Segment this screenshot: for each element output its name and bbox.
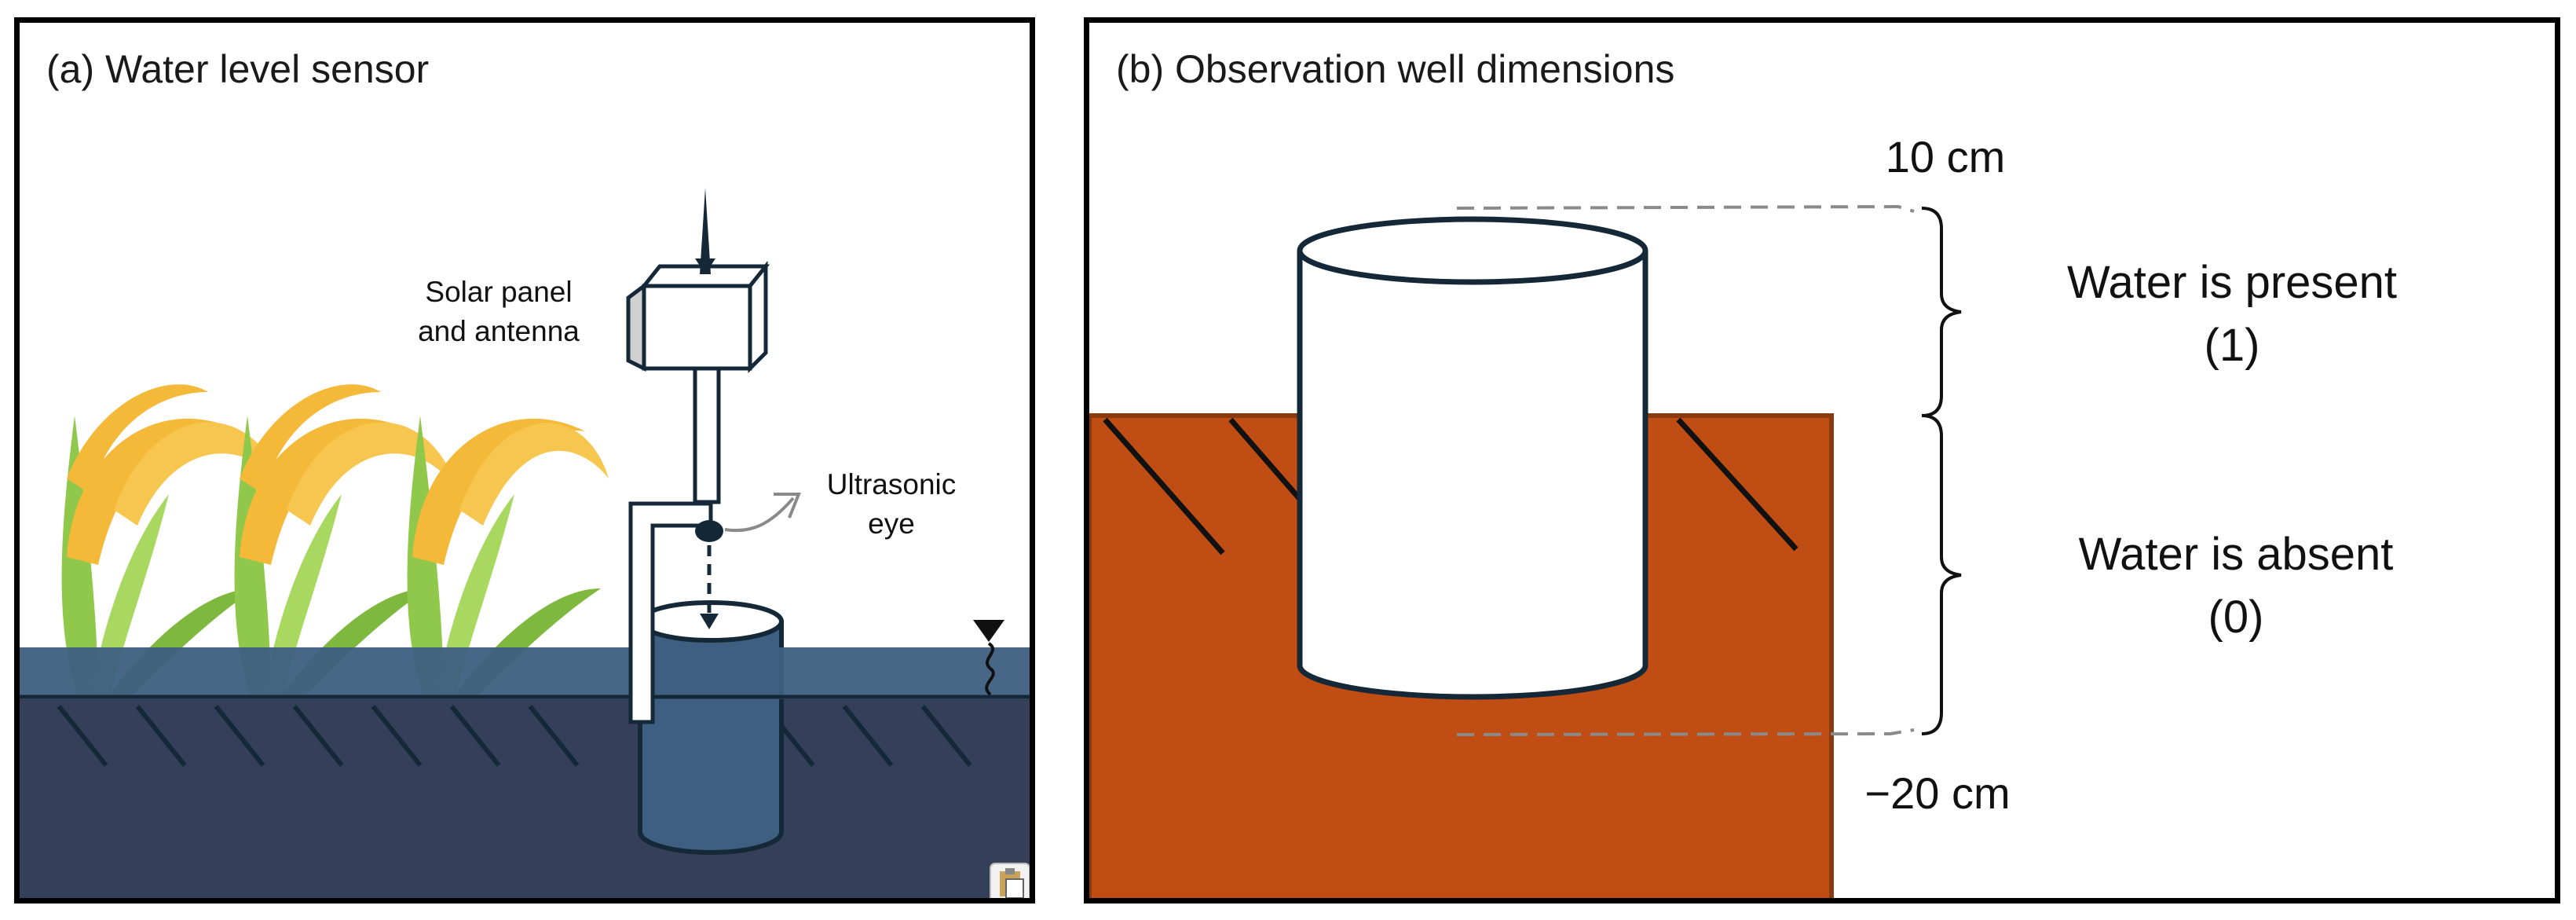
water-level-marker-icon xyxy=(973,620,1004,642)
observation-well-top xyxy=(1297,216,1648,285)
eye-pointer xyxy=(724,497,795,533)
soil-hatching xyxy=(1103,417,1798,555)
label-ultrasonic-line2: eye xyxy=(868,508,915,540)
panel-b-title: (b) Observation well dimensions xyxy=(1116,47,1675,91)
brace-absent xyxy=(1921,414,1962,735)
label-top-depth: 10 cm xyxy=(1886,132,2006,181)
label-bottom-depth: −20 cm xyxy=(1864,768,2010,818)
solar-panel-box xyxy=(642,284,752,371)
panel-observation-well: 10 cm −20 cm Water is present (1) Water … xyxy=(1084,17,2560,904)
top-reference-line xyxy=(1456,204,1915,213)
ultrasonic-eye-icon xyxy=(695,520,723,542)
label-ultrasonic-line1: Ultrasonic xyxy=(827,468,957,500)
ground xyxy=(20,697,1030,898)
panel-a-title: (a) Water level sensor xyxy=(46,47,430,91)
label-water-present: Water is present xyxy=(2067,257,2397,308)
antenna-icon xyxy=(700,188,711,274)
clipboard-icon[interactable] xyxy=(990,863,1030,898)
observation-well-cylinder xyxy=(1297,251,1648,700)
label-solar-line1: Solar panel xyxy=(425,276,572,308)
well-dimensions-diagram: 10 cm −20 cm Water is present (1) Water … xyxy=(1089,132,2397,898)
ground-hatching xyxy=(57,705,972,767)
sensor-diagram: Solar panel and antenna Ultrasonic eye xyxy=(20,188,1030,898)
brace-present xyxy=(1921,207,1962,417)
label-water-present-code: (1) xyxy=(2205,320,2260,371)
panel-water-level-sensor: Solar panel and antenna Ultrasonic eye (… xyxy=(14,17,1035,904)
label-water-absent: Water is absent xyxy=(2079,529,2394,580)
standing-water xyxy=(20,647,1030,699)
label-solar-line2: and antenna xyxy=(418,315,580,347)
sensor-mast xyxy=(693,350,721,504)
bottom-reference-line xyxy=(1456,728,1915,736)
label-water-absent-code: (0) xyxy=(2208,592,2264,643)
rice-plants xyxy=(61,384,609,698)
